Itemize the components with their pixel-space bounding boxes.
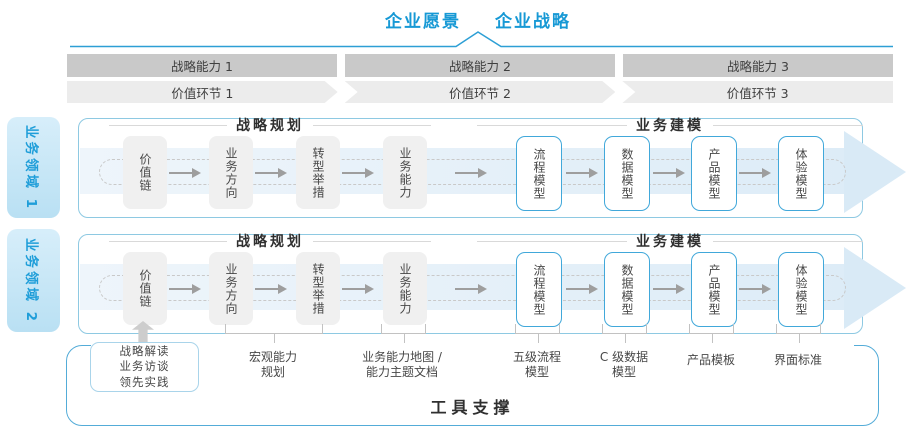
note-ui-standard: 界面标准 [773,353,823,367]
peak-divider-line [70,31,893,48]
step-transformation-initiative: 转型举措 [296,136,340,209]
step-value-chain: 价值链 [123,252,167,325]
step-process-model: 流程模型 [516,252,562,327]
value-link-2: 价值环节 2 [345,81,616,103]
flow-arrow-icon [342,168,374,178]
capability-bar-3: 战略能力 3 [623,54,893,77]
section-header-modeling: 业务建模 [477,116,863,134]
flow-arrow-icon [255,168,287,178]
step-product-model: 产品模型 [691,136,737,211]
bracket-connector-capability-map [381,324,426,345]
flow-arrow-icon [739,284,771,294]
step-value-chain: 价值链 [123,136,167,209]
domain-row-1: 战略规划 业务建模 价值链 业务方向 转型举措 业务能力 流程模型 数据模型 产… [78,116,906,218]
value-link-1: 价值环节 1 [67,81,338,103]
note-macro-capability: 宏观能力规划 [248,350,298,379]
flow-arrow-icon [653,284,685,294]
flow-arrow-icon [455,168,487,178]
flow-band-arrowhead-icon [844,131,906,213]
flow-arrow-icon [566,168,598,178]
flow-arrow-icon [566,284,598,294]
bracket-connector-data-model [602,324,647,345]
flow-arrow-icon [169,284,201,294]
note-data-model: C 级数据模型 [599,350,649,379]
step-data-model: 数据模型 [604,252,650,327]
step-experience-model: 体验模型 [778,136,824,211]
flow-arrow-icon [342,284,374,294]
capability-bar-1: 战略能力 1 [67,54,337,77]
step-business-direction: 业务方向 [209,136,253,209]
note-product-template: 产品模板 [686,353,736,367]
domain-row-2: 战略规划 业务建模 价值链 业务方向 转型举措 业务能力 流程模型 数据模型 产… [78,232,906,334]
step-business-capability: 业务能力 [383,252,427,325]
domain-label-2: 业务领域 2 [7,229,60,332]
step-business-direction: 业务方向 [209,252,253,325]
step-process-model: 流程模型 [516,136,562,211]
strategy-input-box: 战略解读 业务访谈 领先实践 [90,342,199,392]
bracket-connector-product-template [689,324,734,345]
section-header-planning: 战略规划 [109,116,431,134]
bracket-connector-ui-standard [776,324,821,345]
note-capability-map: 业务能力地图 /能力主题文档 [362,350,442,379]
strategic-capability-bars: 战略能力 1 战略能力 2 战略能力 3 [67,54,893,77]
capability-bar-2: 战略能力 2 [345,54,615,77]
tool-support-title: 工具支撑 [430,398,515,417]
step-product-model: 产品模型 [691,252,737,327]
step-transformation-initiative: 转型举措 [296,252,340,325]
note-process-model: 五级流程模型 [512,350,562,379]
strategy-label: 企业战略 [495,12,571,32]
tool-support-box: 工具支撑 [66,343,879,426]
row-container: 战略规划 业务建模 价值链 业务方向 转型举措 业务能力 流程模型 数据模型 产… [78,232,906,334]
bracket-connector-macro-capability [225,324,323,345]
flow-arrow-icon [455,284,487,294]
flow-arrow-icon [169,168,201,178]
row-container: 战略规划 业务建模 价值链 业务方向 转型举措 业务能力 流程模型 数据模型 产… [78,116,906,218]
step-experience-model: 体验模型 [778,252,824,327]
dashed-flow-outline [99,159,846,185]
value-link-chevrons: 价值环节 1 价值环节 2 价值环节 3 [67,81,893,103]
step-data-model: 数据模型 [604,136,650,211]
domain-label-1: 业务领域 1 [7,117,60,218]
step-business-capability: 业务能力 [383,136,427,209]
flow-arrow-icon [653,168,685,178]
tool-box-top-mask [91,343,854,348]
value-link-3: 价值环节 3 [622,81,893,103]
dashed-flow-outline [99,275,846,301]
vision-strategy-title: 企业愿景 企业战略 [0,7,910,32]
flow-band-arrowhead-icon [844,247,906,329]
bracket-connector-process-model [515,324,560,345]
vision-label: 企业愿景 [385,12,461,32]
section-header-modeling: 业务建模 [477,232,863,250]
flow-arrow-icon [255,284,287,294]
section-header-planning: 战略规划 [109,232,431,250]
flow-arrow-icon [739,168,771,178]
